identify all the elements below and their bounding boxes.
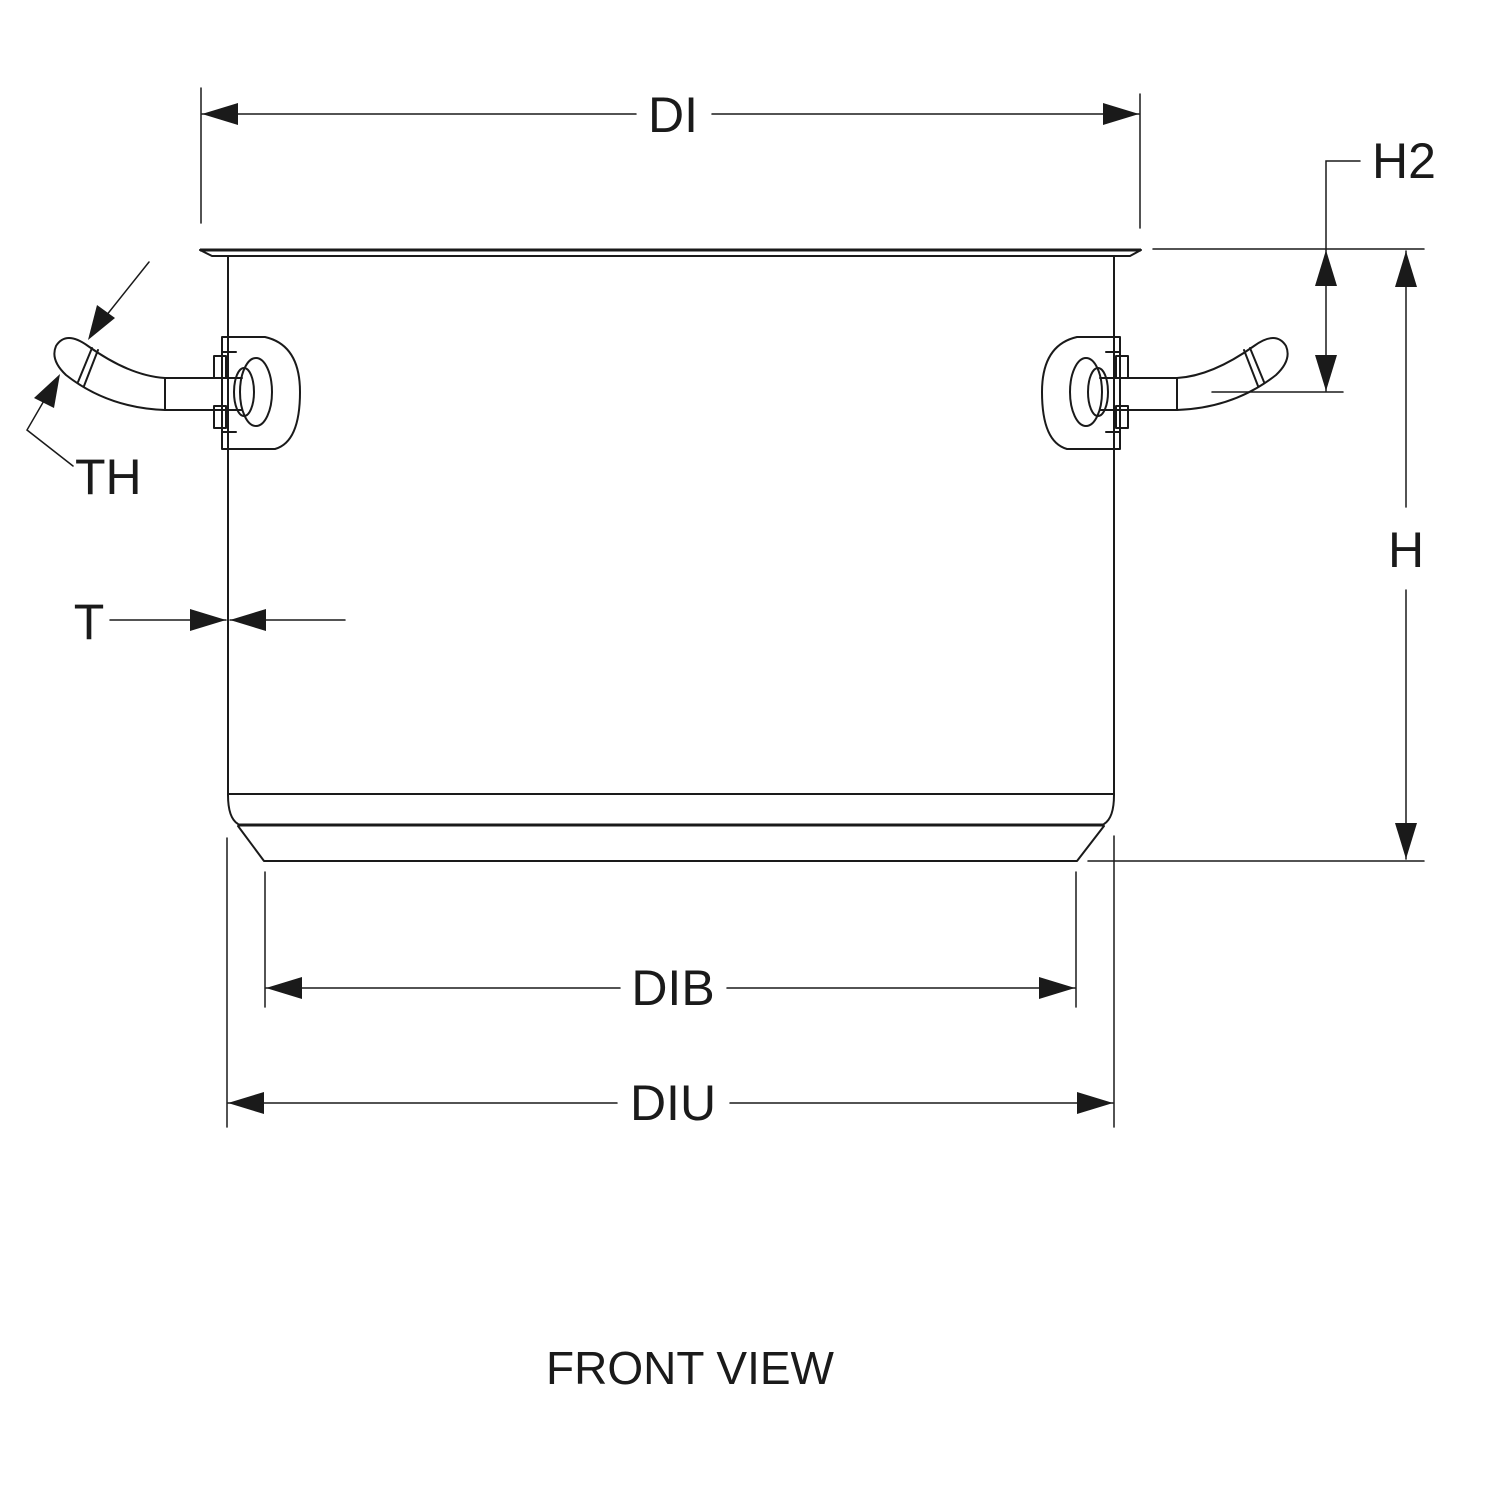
dimension-label-th: TH <box>75 449 142 505</box>
dib-arrow-left <box>266 977 302 999</box>
h-arrow-bottom <box>1395 823 1417 859</box>
dimension-label-h2: H2 <box>1372 133 1436 189</box>
di-arrow-right <box>1103 103 1139 125</box>
diu-arrow-right <box>1077 1092 1113 1114</box>
diu-arrow-left <box>228 1092 264 1114</box>
dimension-h: H <box>1087 250 1425 862</box>
h2-arrow-bottom <box>1315 355 1337 391</box>
h-arrow-top <box>1395 251 1417 287</box>
view-title: FRONT VIEW <box>546 1342 835 1394</box>
dimension-h2: H2 <box>1152 133 1436 393</box>
t-arrow-left <box>190 609 226 631</box>
right-handle <box>1041 336 1289 450</box>
di-arrow-left <box>202 103 238 125</box>
t-arrow-right <box>230 609 266 631</box>
dimension-label-t: T <box>74 594 105 650</box>
dimension-diu: DIU <box>226 835 1115 1131</box>
dimension-label-dib: DIB <box>631 960 714 1016</box>
dimension-label-di: DI <box>648 87 698 143</box>
dimension-label-diu: DIU <box>630 1075 716 1131</box>
th-arrow-bottom <box>34 374 60 408</box>
dimension-di: DI <box>200 87 1141 229</box>
dimension-label-h: H <box>1388 522 1424 578</box>
th-arrow-top <box>88 305 115 340</box>
dimension-dib: DIB <box>264 871 1077 1016</box>
dib-arrow-right <box>1039 977 1075 999</box>
pot-body <box>199 248 1142 862</box>
h2-arrow-top <box>1315 250 1337 286</box>
dimension-t: T <box>74 594 346 650</box>
left-handle <box>53 336 301 450</box>
dimension-th: TH <box>26 261 150 505</box>
